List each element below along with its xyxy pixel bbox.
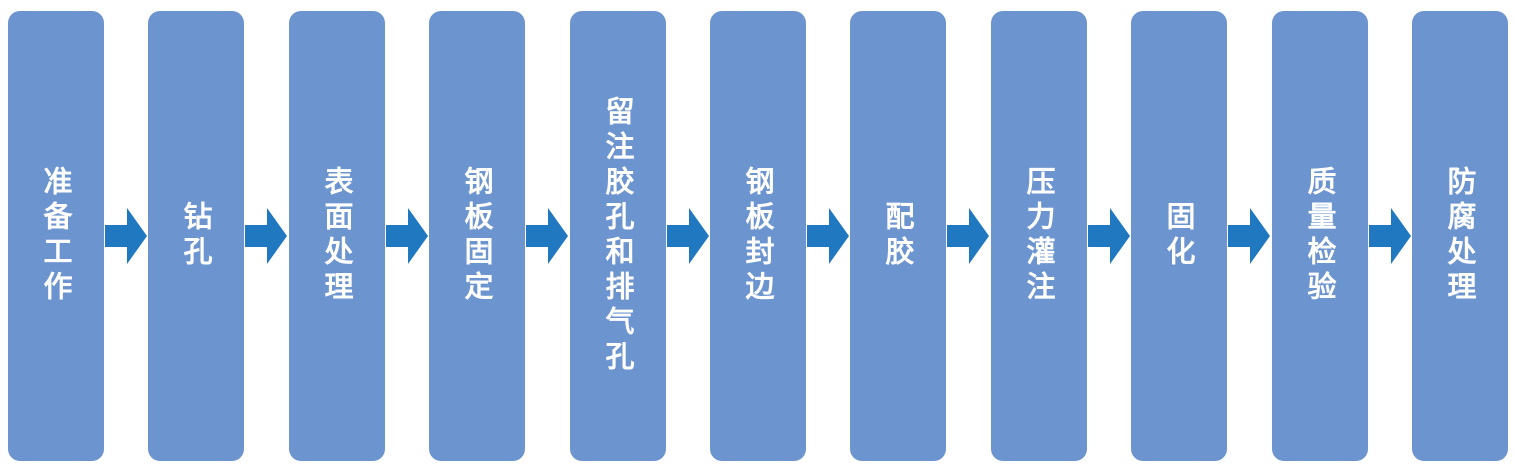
step-9-box: 固化 [1131, 11, 1227, 461]
step-4-box: 钢板固定 [429, 11, 525, 461]
arrow-right-icon [807, 206, 849, 266]
arrow-right-icon [1369, 206, 1411, 266]
arrow-right-icon [526, 206, 568, 266]
arrow-right-icon [667, 206, 709, 266]
step-3-box: 表面处理 [289, 11, 385, 461]
step-1-label: 准备工作 [39, 166, 73, 306]
step-10-box: 质量检验 [1272, 11, 1368, 461]
arrow-right-icon [245, 206, 287, 266]
step-10-label: 质量检验 [1303, 166, 1337, 306]
step-2-label: 钻孔 [179, 201, 213, 271]
step-7-box: 配胶 [850, 11, 946, 461]
step-5-label: 留注胶孔和排气孔 [601, 96, 635, 376]
step-5-box: 留注胶孔和排气孔 [570, 11, 666, 461]
arrow-right-icon [1228, 206, 1270, 266]
step-8-label: 压力灌注 [1022, 166, 1056, 306]
step-11-box: 防腐处理 [1412, 11, 1508, 461]
step-2-box: 钻孔 [148, 11, 244, 461]
step-7-label: 配胶 [881, 201, 915, 271]
step-6-box: 钢板封边 [710, 11, 806, 461]
arrow-right-icon [386, 206, 428, 266]
step-11-label: 防腐处理 [1443, 166, 1477, 306]
arrow-right-icon [1088, 206, 1130, 266]
step-1-box: 准备工作 [8, 11, 104, 461]
step-4-label: 钢板固定 [460, 166, 494, 306]
step-9-label: 固化 [1162, 201, 1196, 271]
arrow-right-icon [947, 206, 989, 266]
step-6-label: 钢板封边 [741, 166, 775, 306]
step-3-label: 表面处理 [320, 166, 354, 306]
arrow-right-icon [105, 206, 147, 266]
step-8-box: 压力灌注 [991, 11, 1087, 461]
